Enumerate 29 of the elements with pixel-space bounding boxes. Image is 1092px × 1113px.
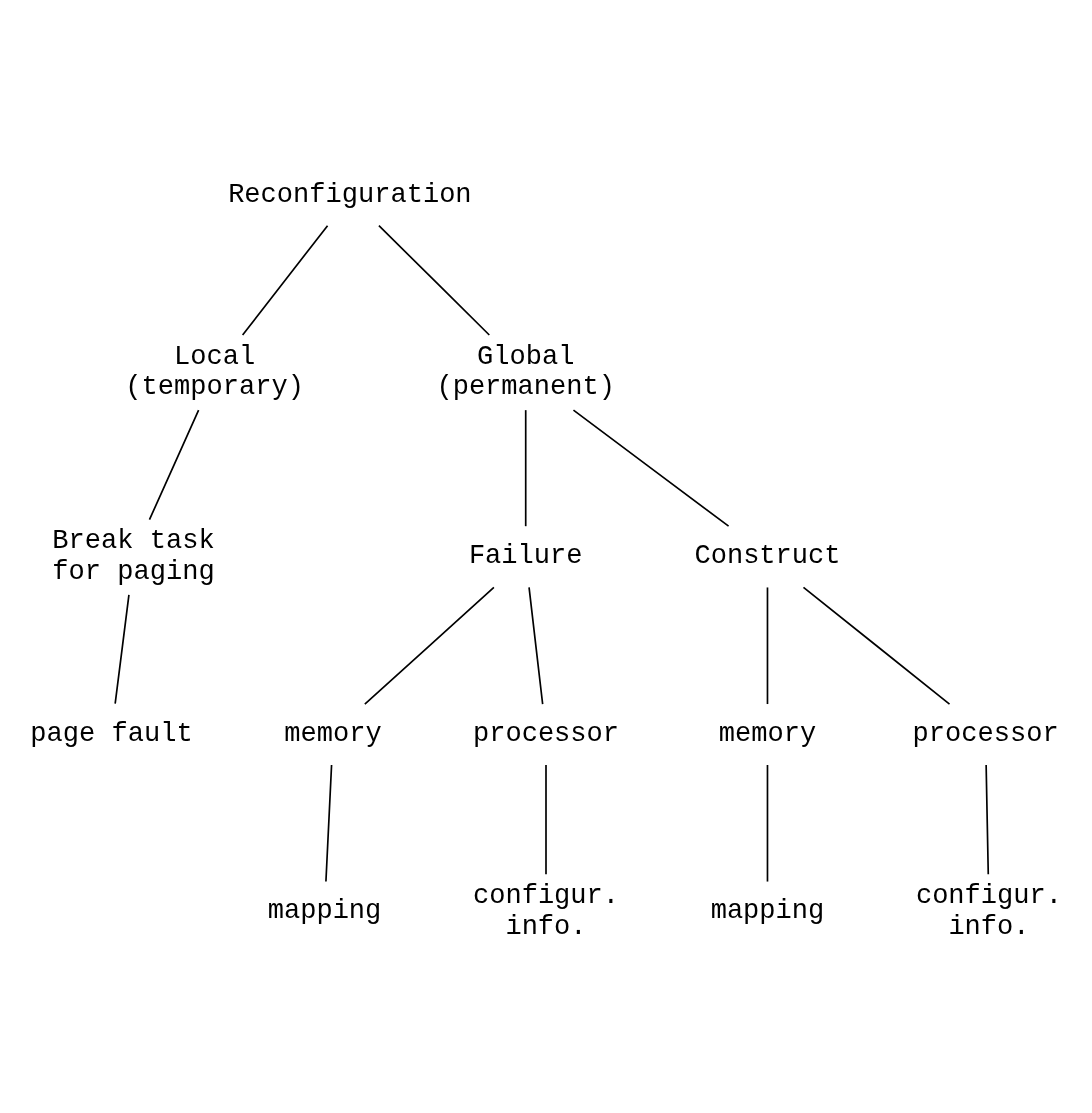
node-text: processor [912, 717, 1059, 749]
node-text: processor [472, 717, 620, 749]
connector [241, 224, 329, 336]
node-text: Global (permanent) [436, 340, 615, 402]
node-text: configur. info. [472, 879, 620, 942]
connector [148, 408, 200, 520]
connector [528, 586, 544, 705]
node-text: mapping [710, 894, 825, 926]
connector [114, 593, 130, 705]
connector [985, 763, 990, 875]
node-text: page fault [30, 717, 193, 749]
connector [802, 586, 951, 705]
connector [325, 763, 333, 882]
connector [378, 224, 491, 336]
node-text: Local (temporary) [125, 340, 304, 402]
node-text: mapping [267, 894, 382, 926]
connector [572, 408, 730, 527]
node-text: Failure [468, 539, 583, 571]
connector [766, 586, 769, 705]
node-text: Break task for paging [52, 524, 215, 587]
node-text: configur. info. [915, 879, 1062, 942]
node-text: Construct [694, 539, 841, 571]
connector [766, 763, 769, 882]
connector [364, 586, 495, 705]
node-text: Reconfiguration [228, 178, 472, 210]
node-text: memory [718, 717, 817, 749]
node-text: memory [284, 717, 382, 749]
connector [524, 408, 527, 527]
connector [545, 763, 547, 875]
